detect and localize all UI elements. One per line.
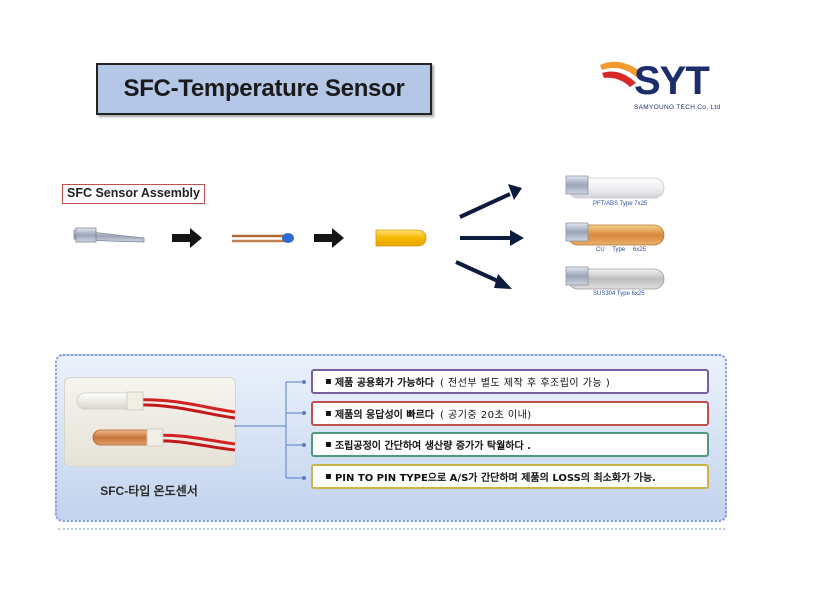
arrow-down-right-icon [455, 260, 512, 289]
feature-item: ▪ PIN TO PIN TYPE으로 A/S가 간단하며 제품의 LOSS의 … [311, 464, 709, 489]
assembly-diagram [73, 175, 665, 290]
arrow-right-icon [314, 228, 344, 248]
feature-connector-lines [234, 380, 306, 480]
feature-item: ▪ 제품의 응답성이 빠르다 ( 공기중 20초 이내) [311, 401, 709, 426]
feature-bullet: ▪ [325, 439, 332, 450]
logo-text: SYT [634, 59, 710, 103]
panel-divider [58, 528, 725, 530]
sfc-sensor-photo-icon [76, 391, 235, 452]
terminal-connector-icon [73, 227, 145, 243]
variant-label-pft-abs: PFT/ABS Type 7x25 [593, 201, 648, 207]
logo-swoosh-icon [600, 61, 642, 87]
sensor-photo [64, 377, 236, 467]
feature-main-text: 제품 공용화가 가능하다 [334, 378, 434, 389]
protective-cap-icon [375, 229, 427, 247]
page-title: SFC-Temperature Sensor [96, 63, 432, 115]
photo-caption: SFC-타입 온도센서 [100, 484, 198, 498]
sensor-variant-pft-abs [565, 175, 665, 199]
sensor-variant-cu [565, 222, 665, 246]
feature-main-text: PIN TO PIN TYPE으로 A/S가 간단하며 제품의 LOSS의 최소… [334, 473, 656, 484]
logo-subtitle: SAMYOUNG TECH Co. Ltd [634, 104, 721, 111]
arrow-right-icon [460, 230, 524, 246]
page-title-text: SFC-Temperature Sensor [123, 75, 405, 102]
arrow-up-right-icon [459, 184, 522, 219]
variant-label-sus304: SUS304 Type 6x25 [593, 291, 645, 297]
arrow-right-icon [172, 228, 202, 248]
variant-label-cu: CU Type 6x25 [596, 247, 646, 253]
feature-bullet: ▪ [325, 376, 332, 387]
feature-note: ( 전선부 별도 제작 후 후조립이 가능 ) [439, 378, 611, 389]
feature-main-text: 조립공정이 간단하여 생산량 증가가 탁월하다 . [334, 441, 531, 452]
feature-main-text: 제품의 응답성이 빠르다 [334, 410, 434, 421]
company-logo: SYT SAMYOUNG TECH Co. Ltd [598, 55, 743, 117]
feature-item: ▪ 조립공정이 간단하여 생산량 증가가 탁월하다 . [311, 432, 709, 457]
feature-bullet: ▪ [325, 471, 332, 482]
thermistor-element-icon [232, 233, 294, 243]
feature-note: ( 공기중 20초 이내) [439, 410, 532, 421]
assembly-label: SFC Sensor Assembly [62, 184, 205, 204]
sensor-variant-sus304 [565, 266, 665, 290]
feature-bullet: ▪ [325, 408, 332, 419]
feature-item: ▪ 제품 공용화가 가능하다 ( 전선부 별도 제작 후 후조립이 가능 ) [311, 369, 709, 394]
